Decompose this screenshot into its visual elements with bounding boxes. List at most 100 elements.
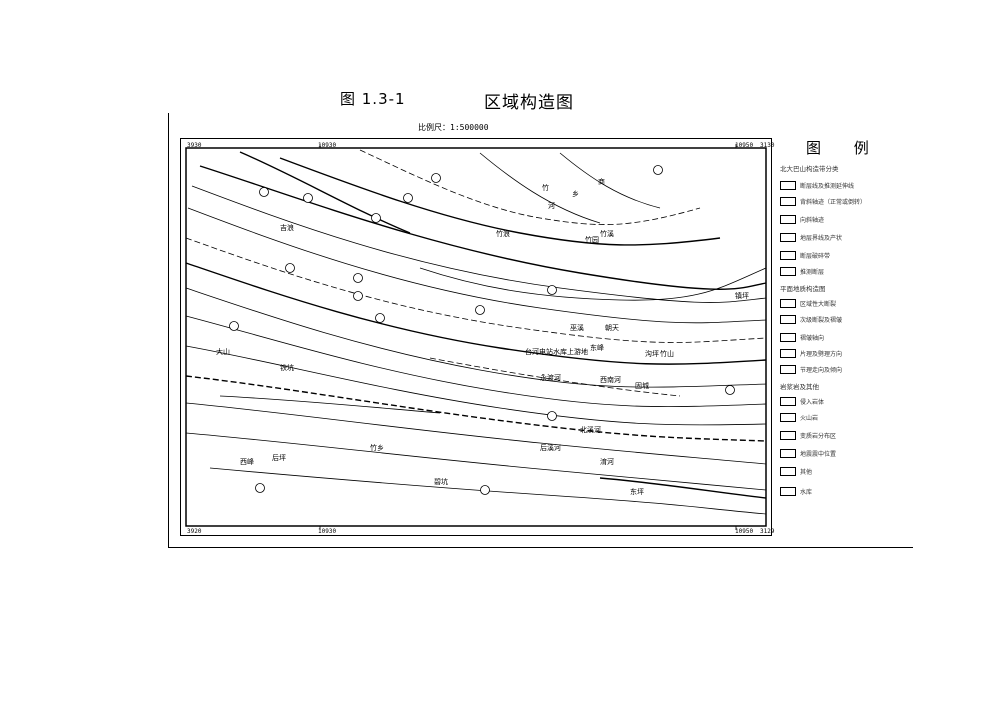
legend-item: 向斜轴迹 — [778, 213, 913, 227]
legend-item: 断层破碎带 — [778, 249, 913, 263]
legend-swatch — [780, 181, 796, 190]
legend-item: 片理及劈理方向 — [778, 347, 913, 361]
place-label: 西南河 — [600, 375, 621, 384]
fault-line — [185, 237, 767, 343]
fault-line — [359, 149, 701, 225]
place-label: 西峰 — [240, 457, 254, 466]
place-label: 河 — [548, 202, 555, 210]
place-labels: 竹乡河商竹浪吉浪竹园竹溪镇坪巫溪朝天铁坑永渡河西南河沟坪固城淯河西峰后坪碧坑大山… — [216, 177, 749, 496]
fault-line — [185, 287, 767, 388]
place-label: 东峰 — [590, 343, 604, 352]
fault-line — [185, 432, 767, 491]
fold-marker — [547, 411, 557, 421]
frame-rule-bottom — [168, 547, 913, 548]
fault-line — [187, 207, 767, 324]
fold-marker — [403, 193, 413, 203]
fold-marker — [255, 483, 265, 493]
legend-section-heading: 北大巴山构造带分类 — [780, 165, 839, 173]
place-label: 后坪 — [272, 453, 286, 462]
fold-marker — [547, 285, 557, 295]
place-label: 铁坑 — [280, 363, 294, 372]
map-inner-frame — [185, 147, 767, 527]
place-label: 竹乡 — [370, 443, 384, 452]
corner-label-tr: 10950 — [735, 142, 754, 149]
legend-swatch — [780, 215, 796, 224]
fault-line — [185, 402, 767, 465]
legend-swatch — [780, 467, 796, 476]
fault-line — [199, 165, 767, 290]
fault-line — [429, 357, 681, 397]
legend-item: 推测断层 — [778, 265, 913, 279]
fault-line — [419, 267, 767, 301]
fold-marker — [285, 263, 295, 273]
place-label: 台河电站水库上游地 — [525, 347, 588, 356]
fold-marker — [303, 193, 313, 203]
legend-item: 断层线及推测延伸线 — [778, 179, 913, 193]
legend-item: 背斜轴迹（正常或倒转） — [778, 195, 913, 209]
legend-item: 其他 — [778, 465, 913, 479]
place-label: 镇坪 — [735, 291, 749, 300]
place-label: 固城 — [635, 382, 649, 390]
legend-swatch — [780, 397, 796, 406]
corner-label-tr2: 3130 — [760, 142, 775, 149]
legend-swatch — [780, 487, 796, 496]
fold-marker — [371, 213, 381, 223]
fault-line — [559, 152, 661, 209]
fold-marker — [229, 321, 239, 331]
place-label: 东坪 — [630, 487, 644, 496]
fold-marker — [353, 273, 363, 283]
legend-item: 水库 — [778, 485, 913, 499]
legend-item: 褶皱轴向 — [778, 331, 913, 345]
legend-title: 图 例 — [806, 139, 883, 157]
fault-line — [239, 151, 411, 234]
fault-line — [185, 375, 767, 442]
fault-line — [185, 315, 767, 408]
fault-line — [191, 185, 767, 303]
place-label: 朝天 — [605, 324, 619, 332]
legend-swatch — [780, 349, 796, 358]
fold-marker — [259, 187, 269, 197]
fault-line — [219, 395, 441, 414]
corner-label-bl: 3920 — [187, 528, 202, 535]
fault-lines — [185, 149, 767, 515]
place-label: 竹园 — [585, 235, 599, 244]
legend-swatch — [780, 431, 796, 440]
legend-swatch — [780, 197, 796, 206]
corner-label-br2: 3129 — [760, 528, 775, 535]
fault-line — [479, 152, 601, 224]
place-label: 商 — [598, 177, 605, 186]
legend-swatch — [780, 333, 796, 342]
place-label: 竹 — [542, 183, 549, 192]
legend-swatch — [780, 233, 796, 242]
scale-label: 比例尺：1:500000 — [418, 123, 489, 132]
legend-section-heading: 平面地质构造图 — [780, 285, 826, 293]
place-label: 吉浪 — [280, 223, 294, 232]
fold-marker — [725, 385, 735, 395]
place-label: 竹山 — [660, 349, 674, 358]
fault-line — [185, 262, 767, 365]
legend-swatch — [780, 449, 796, 458]
place-label: 淯河 — [600, 457, 614, 466]
corner-label-tl: 3930 — [187, 142, 202, 149]
corner-label-br: 10950 — [735, 528, 754, 535]
fold-marker — [653, 165, 663, 175]
fault-line — [599, 477, 767, 499]
corner-label-bm: 10930 — [318, 528, 337, 535]
fold-marker — [353, 291, 363, 301]
legend-item: 区域性大断裂 — [778, 297, 913, 311]
fault-line — [185, 345, 767, 426]
place-label: 碧坑 — [434, 477, 448, 486]
legend-section-heading: 岩浆岩及其他 — [780, 383, 819, 391]
legend: 图 例 北大巴山构造带分类 断层线及推测延伸线 背斜轴迹（正常或倒转） 向斜轴迹… — [778, 137, 913, 507]
legend-swatch — [780, 251, 796, 260]
place-label: 北溪河 — [580, 425, 601, 434]
legend-item: 节理走向及倾向 — [778, 363, 913, 377]
geologic-map: 竹乡河商竹浪吉浪竹园竹溪镇坪巫溪朝天铁坑永渡河西南河沟坪固城淯河西峰后坪碧坑大山… — [180, 138, 772, 536]
legend-item: 变质岩分布区 — [778, 429, 913, 443]
tick-marks — [319, 144, 737, 530]
fold-marker — [375, 313, 385, 323]
fold-symbols — [229, 165, 735, 495]
place-label: 沟坪 — [645, 349, 659, 358]
place-label: 乡 — [572, 190, 579, 198]
fold-marker — [431, 173, 441, 183]
